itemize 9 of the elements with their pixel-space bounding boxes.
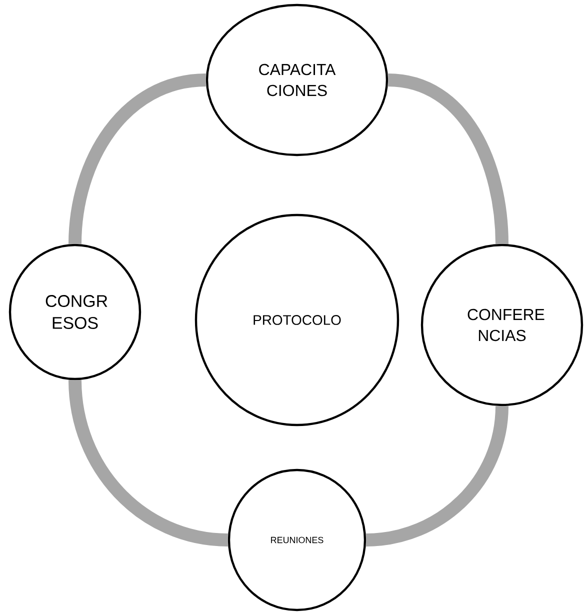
circle-node: CAPACITA CIONES [206, 4, 388, 156]
ring-arc [68, 380, 228, 546]
ring-arc [366, 406, 508, 546]
ring-arc [68, 74, 206, 244]
circle-node: CONGR ESOS [8, 244, 142, 380]
circle-node: PROTOCOLO [194, 214, 400, 426]
circle-node: CONFERE NCIAS [420, 244, 584, 406]
circle-node: REUNIONES [228, 468, 366, 612]
ring-arc [387, 74, 508, 244]
